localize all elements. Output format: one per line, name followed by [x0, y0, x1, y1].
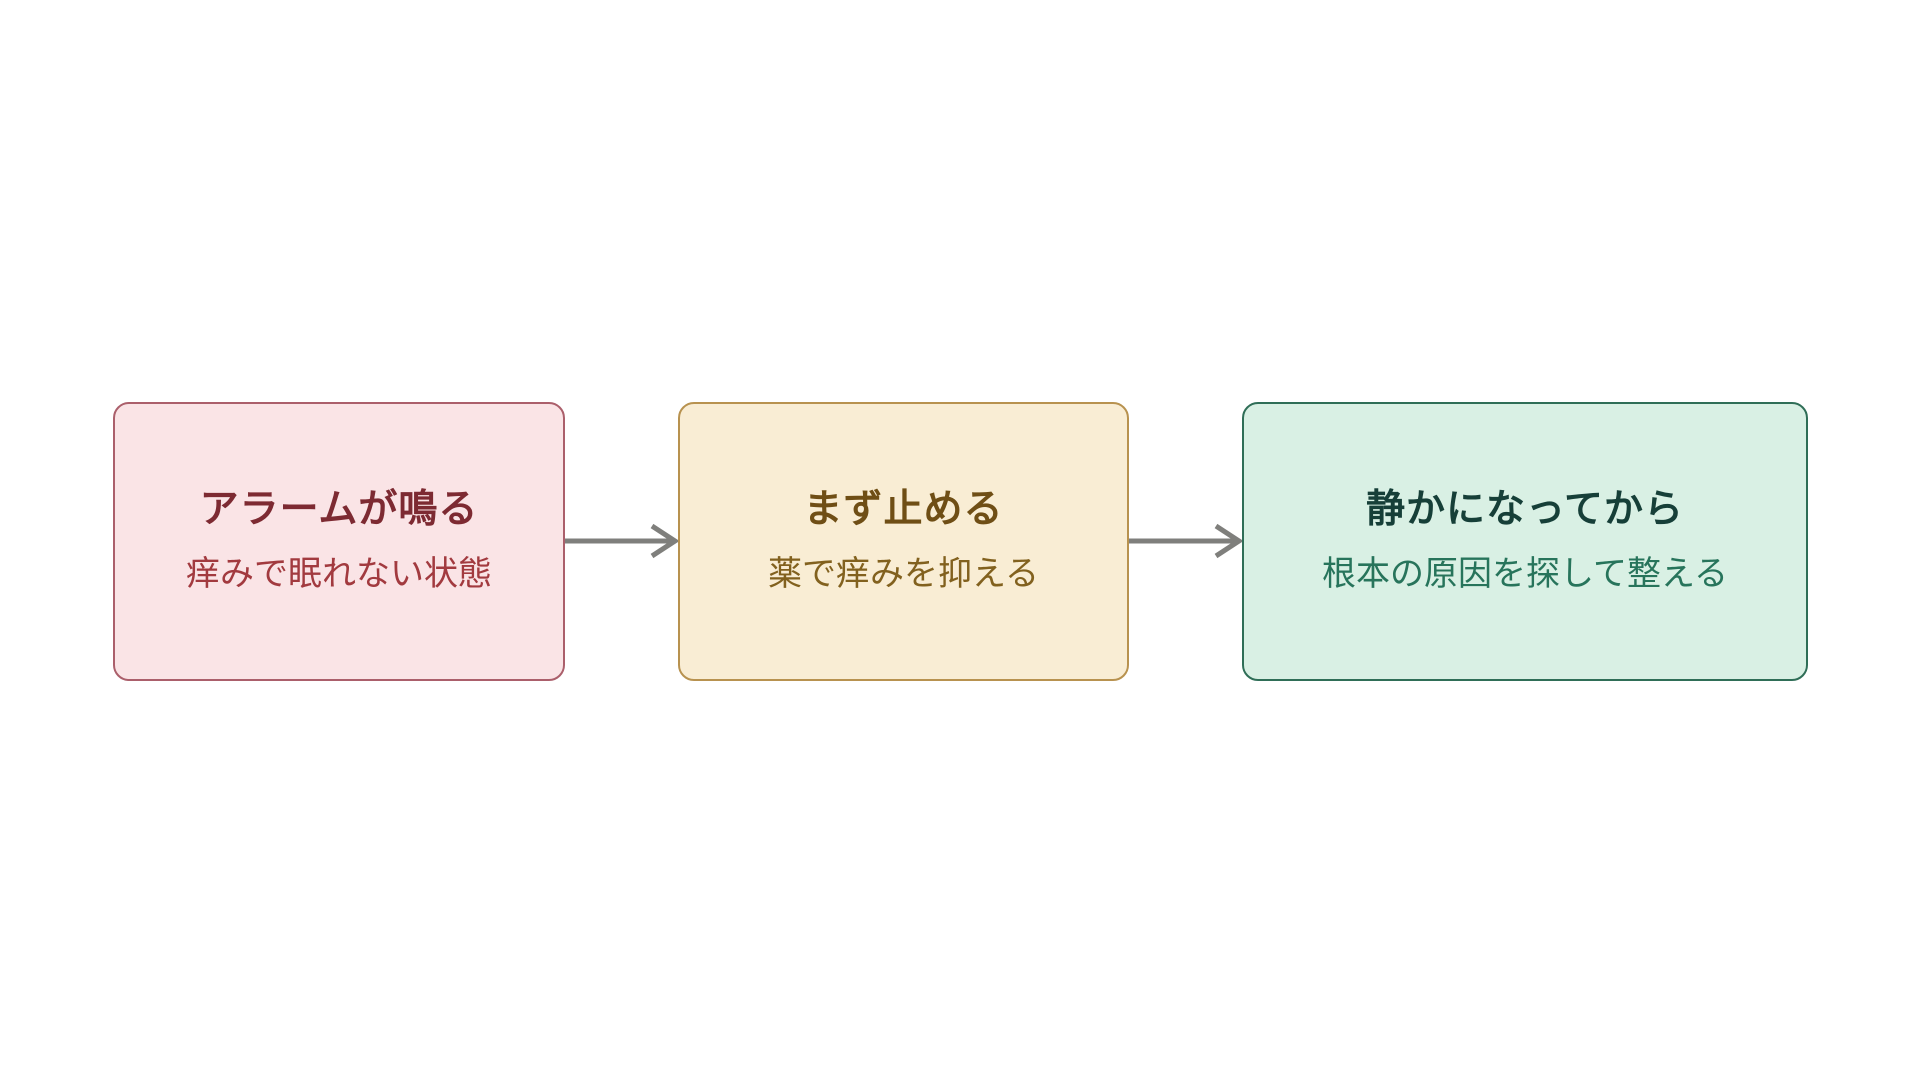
connector-arrow-2: [1129, 521, 1243, 561]
arrow-right-icon: [565, 523, 679, 559]
node-title: 静かになってから: [1365, 488, 1685, 532]
node-subtitle: 痒みで眠れない状態: [186, 555, 492, 594]
flow-node-alarm: アラームが鳴る 痒みで眠れない状態: [113, 402, 565, 681]
connector-arrow-1: [565, 521, 679, 561]
node-subtitle: 薬で痒みを抑える: [768, 555, 1039, 594]
flow-node-stop-first: まず止める 薬で痒みを抑える: [678, 402, 1129, 681]
arrow-right-icon: [1129, 523, 1243, 559]
node-title: まず止める: [803, 488, 1004, 532]
node-subtitle: 根本の原因を探して整える: [1322, 555, 1728, 594]
flow-node-after-quiet: 静かになってから 根本の原因を探して整える: [1242, 402, 1808, 681]
node-title: アラームが鳴る: [199, 488, 479, 532]
